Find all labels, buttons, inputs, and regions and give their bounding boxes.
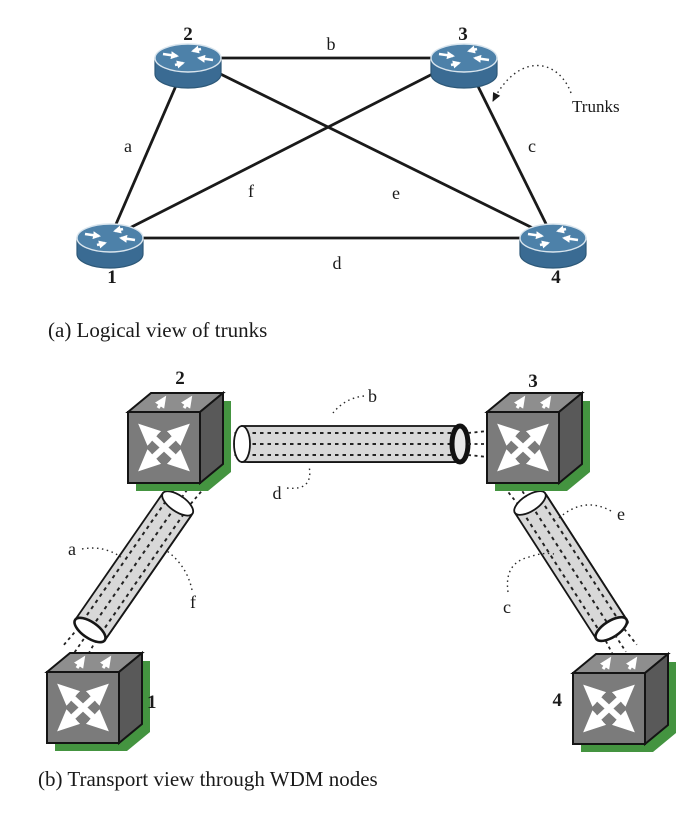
leader-f [166, 550, 193, 591]
router-icon-3 [431, 44, 497, 88]
trunk-label-c: c [503, 597, 511, 617]
wdm-node-icon-2 [128, 393, 231, 491]
edge-label-c: c [528, 136, 536, 156]
leader-e [558, 504, 612, 519]
wdm-node-icon-1 [47, 653, 150, 751]
caption-a: (a) Logical view of trunks [48, 318, 267, 342]
caption-b: (b) Transport view through WDM nodes [38, 767, 378, 791]
router-label-3: 3 [458, 24, 468, 45]
leader-c [506, 552, 555, 593]
edge-label-a: a [124, 136, 132, 156]
wdm-node-label-2: 2 [175, 368, 185, 389]
logical-view: 2 3 1 4 a b c d e f Trunks (a) Logical v… [48, 24, 620, 342]
conduit-open-end [73, 616, 107, 644]
wdm-node-label-1: 1 [147, 692, 157, 713]
edge-f [109, 56, 465, 240]
conduit-3-4 [503, 472, 638, 660]
leader-b [332, 395, 365, 414]
leader-lines [81, 395, 612, 593]
trunk-label-a: a [68, 539, 76, 559]
transport-view: 2 3 1 4 b d a f e c (b) Transport view t… [38, 368, 676, 791]
router-label-2: 2 [183, 24, 193, 45]
conduit-open-end [233, 425, 251, 463]
trunks-pointer-arrow [492, 64, 572, 102]
edge-c [462, 57, 555, 239]
leader-a [81, 547, 122, 558]
router-icon-2 [155, 44, 221, 88]
conduit-1-2 [63, 473, 205, 661]
router-icon-1 [77, 224, 143, 268]
wdm-node-label-3: 3 [528, 371, 538, 392]
trunk-edges [108, 56, 555, 240]
conduit-end-cap [449, 423, 471, 465]
edge-label-b: b [327, 34, 336, 54]
router-label-4: 4 [551, 267, 561, 288]
trunks-annotation: Trunks [572, 97, 620, 116]
conduit-2-3 [214, 423, 489, 465]
trunk-label-f: f [190, 592, 196, 612]
edge-label-e: e [392, 183, 400, 203]
wdm-node-icon-4 [573, 654, 676, 752]
edge-a [108, 57, 190, 239]
trunk-label-e: e [617, 504, 625, 524]
edge-e [187, 56, 554, 240]
router-icon-4 [520, 224, 586, 268]
router-label-1: 1 [107, 267, 117, 288]
wdm-node-icon-3 [487, 393, 590, 491]
edge-label-f: f [248, 181, 254, 201]
wdm-node-label-4: 4 [553, 690, 563, 711]
edge-label-d: d [333, 253, 342, 273]
leader-d [286, 465, 311, 490]
trunk-label-d: d [273, 483, 282, 503]
conduit-open-end [513, 490, 547, 516]
trunk-label-b: b [368, 386, 377, 406]
